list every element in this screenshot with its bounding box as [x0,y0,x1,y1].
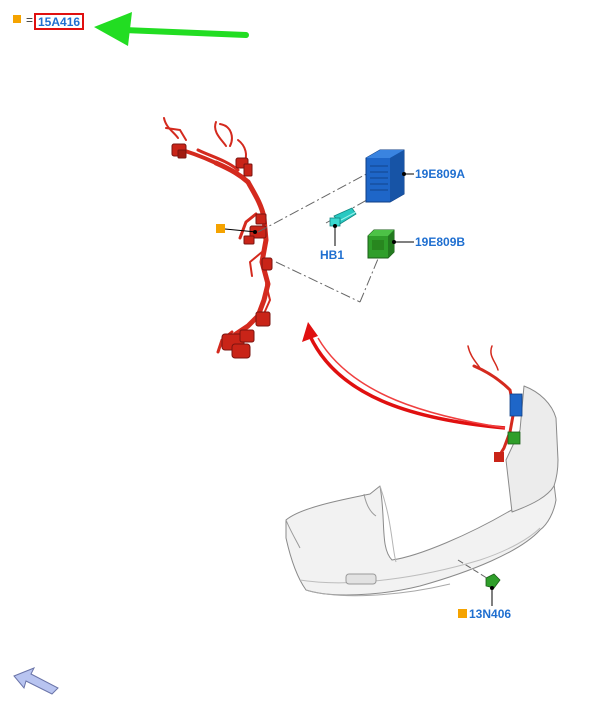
label-19e809b[interactable]: 19E809B [415,235,465,249]
callout-13n406[interactable]: 13N406 [458,586,511,621]
harness-connectors [171,143,273,359]
callout-19e809b[interactable]: 19E809B [392,235,465,249]
connector-marker [458,609,467,618]
callout-hb1[interactable]: HB1 [320,224,344,262]
connector-13n406 [485,573,501,589]
label-19e809a[interactable]: 19E809A [415,167,465,181]
part-number-link[interactable]: 15A416 [38,15,80,29]
bumper-modules [494,393,523,462]
pointer-arrow-icon [94,12,249,46]
module-19e809b [367,229,395,259]
label-hb1[interactable]: HB1 [320,248,344,262]
legend-equals: = [26,13,33,27]
harness-callout [216,224,257,234]
assembly-lines [257,170,381,303]
back-arrow-icon[interactable] [13,667,59,695]
bumper-harness [467,345,516,460]
callout-19e809a[interactable]: 19E809A [402,167,465,181]
part-number-box[interactable] [34,13,84,30]
connector-leader [457,559,491,581]
label-13n406[interactable]: 13N406 [469,607,511,621]
location-arrow-icon [302,322,506,430]
fastener-hb1 [329,207,357,227]
module-19e809a [365,149,405,203]
legend-marker [13,15,21,23]
rear-bumper [285,385,559,597]
legend: = 15A416 [13,12,249,46]
harness-marker [216,224,225,233]
